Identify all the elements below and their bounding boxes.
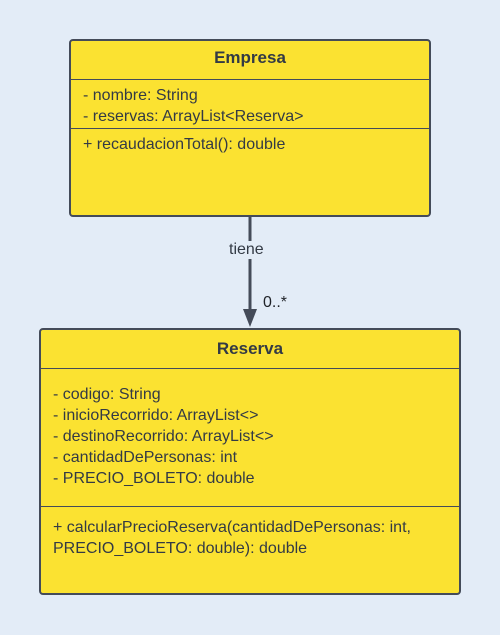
association-multiplicity: 0..*: [263, 294, 288, 312]
arrowhead-icon: [243, 309, 257, 327]
attribute: - cantidadDePersonas: int: [53, 449, 238, 466]
attributes-section: - codigo: String - inicioRecorrido: Arra…: [41, 368, 459, 506]
attribute: - nombre: String: [83, 87, 198, 104]
association-label: tiene: [227, 241, 266, 259]
methods-section: + recaudacionTotal(): double: [71, 128, 429, 215]
method: + recaudacionTotal(): double: [83, 136, 286, 153]
class-name: Reserva: [216, 339, 284, 358]
attribute: - reservas: ArrayList<Reserva>: [83, 108, 304, 125]
attribute: - codigo: String: [53, 386, 161, 403]
method: + calcularPrecioReserva(cantidadDePerson…: [53, 519, 411, 557]
attribute: - inicioRecorrido: ArrayList<>: [53, 407, 259, 424]
attributes-section: - nombre: String - reservas: ArrayList<R…: [71, 79, 429, 128]
class-empresa[interactable]: Empresa - nombre: String - reservas: Arr…: [69, 39, 431, 217]
attribute: - destinoRecorrido: ArrayList<>: [53, 428, 274, 445]
class-reserva[interactable]: Reserva - codigo: String - inicioRecorri…: [39, 328, 461, 595]
class-name: Empresa: [214, 48, 286, 67]
attribute: - PRECIO_BOLETO: double: [53, 470, 255, 487]
methods-section: + calcularPrecioReserva(cantidadDePerson…: [41, 506, 459, 559]
